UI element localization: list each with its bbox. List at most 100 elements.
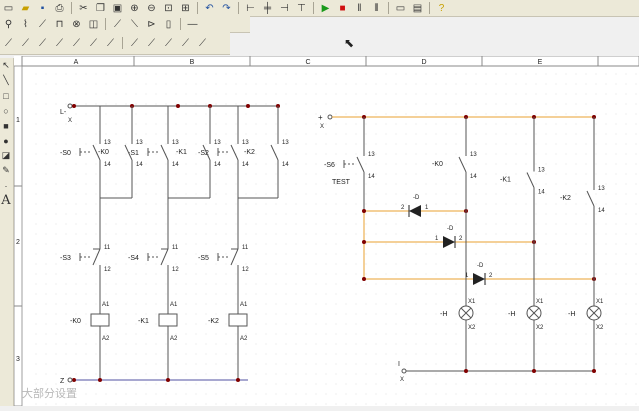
contact-11-icon[interactable]: ⟋ bbox=[182, 37, 189, 49]
grid-dot bbox=[135, 303, 137, 305]
filled-rect-icon[interactable]: ■ bbox=[3, 120, 9, 131]
grid-dot bbox=[395, 93, 397, 95]
align-top-icon[interactable]: ⊤ bbox=[297, 2, 306, 14]
fill-icon[interactable]: ◪ bbox=[1, 150, 11, 160]
save-icon[interactable]: ▪ bbox=[40, 2, 45, 14]
copy-icon[interactable]: ❐ bbox=[96, 2, 105, 14]
step-icon[interactable]: ⫴ bbox=[374, 2, 379, 14]
align-center-icon[interactable]: ╪ bbox=[263, 2, 272, 14]
grid-dot bbox=[255, 383, 257, 385]
grid-dot bbox=[175, 133, 177, 135]
grid-dot bbox=[445, 353, 447, 355]
line-icon[interactable]: — bbox=[187, 18, 198, 30]
grid-dot bbox=[605, 393, 607, 395]
contact-1-icon[interactable]: ⟋ bbox=[5, 37, 12, 49]
contact-5-icon[interactable]: ⟋ bbox=[73, 37, 80, 49]
pen-icon[interactable]: ✎ bbox=[2, 165, 10, 175]
text-tool-icon[interactable]: · bbox=[4, 180, 8, 191]
grid-dot bbox=[615, 203, 617, 205]
help-icon[interactable]: ? bbox=[438, 2, 445, 14]
grid-dot bbox=[45, 93, 47, 95]
contact-icon[interactable]: ⟋ bbox=[39, 18, 46, 30]
align-right-icon[interactable]: ⊣ bbox=[280, 2, 289, 14]
text-tool-icon[interactable]: A bbox=[1, 193, 11, 208]
align-left-icon[interactable]: ⊢ bbox=[246, 2, 255, 14]
switch-name: -S6 bbox=[324, 162, 335, 169]
paste-icon[interactable]: ▣ bbox=[112, 2, 123, 14]
zoom-window-icon[interactable]: ⊞ bbox=[181, 2, 190, 14]
contact-4-icon[interactable]: ⟋ bbox=[56, 37, 63, 49]
grid-dot bbox=[235, 113, 237, 115]
terminal-circle bbox=[327, 114, 333, 120]
grid-dot bbox=[195, 203, 197, 205]
grid-dot bbox=[125, 203, 127, 205]
cut-icon[interactable]: ✂ bbox=[79, 2, 88, 14]
lamp-cross bbox=[588, 307, 600, 319]
contact-2-icon[interactable]: ⟋ bbox=[22, 37, 29, 49]
grid-dot bbox=[145, 153, 147, 155]
nc-contact-icon[interactable]: ⟍ bbox=[131, 18, 138, 30]
zoom-out-icon[interactable]: ⊖ bbox=[147, 2, 156, 14]
column-label: D bbox=[421, 59, 426, 66]
diode-icon[interactable]: ⊳ bbox=[147, 18, 156, 30]
switch-icon[interactable]: ⌇ bbox=[23, 18, 28, 30]
open-icon[interactable]: ▰ bbox=[21, 2, 30, 14]
redo-icon[interactable]: ↷ bbox=[222, 2, 231, 14]
contact-8-icon[interactable]: ⟋ bbox=[131, 37, 138, 49]
ellipse-tool-icon[interactable]: ○ bbox=[3, 105, 9, 116]
zoom-in-icon[interactable]: ⊕ bbox=[130, 2, 139, 14]
grid-dot bbox=[365, 343, 367, 345]
grid-dot bbox=[425, 113, 427, 115]
contact-12-icon[interactable]: ⟋ bbox=[199, 37, 206, 49]
contact-6-icon[interactable]: ⟋ bbox=[90, 37, 97, 49]
undo-icon[interactable]: ↶ bbox=[205, 2, 214, 14]
no-contact-icon[interactable]: ⟋ bbox=[114, 18, 121, 30]
grid-dot bbox=[415, 283, 417, 285]
grid-dot bbox=[165, 83, 167, 85]
stop-icon[interactable]: ■ bbox=[339, 2, 346, 14]
grid-dot bbox=[345, 383, 347, 385]
line-tool-icon[interactable]: ╲ bbox=[3, 75, 9, 85]
grid-dot bbox=[215, 183, 217, 185]
window-list-icon[interactable]: ▤ bbox=[412, 2, 423, 14]
grid-dot bbox=[315, 293, 317, 295]
grid-dot bbox=[365, 93, 367, 95]
grid-dot bbox=[455, 83, 457, 85]
grid-dot bbox=[595, 273, 597, 275]
grid-dot bbox=[285, 123, 287, 125]
grid-dot bbox=[575, 283, 577, 285]
grid-dot bbox=[455, 303, 457, 305]
contact-10-icon[interactable]: ⟋ bbox=[165, 37, 172, 49]
grid-dot bbox=[315, 333, 317, 335]
contact-3-icon[interactable]: ⟋ bbox=[39, 37, 46, 49]
rect-tool-icon[interactable]: □ bbox=[3, 90, 9, 101]
new-icon[interactable]: ▭ bbox=[3, 2, 14, 14]
grid-dot bbox=[355, 83, 357, 85]
print-icon[interactable]: ⎙ bbox=[55, 2, 64, 14]
pointer-icon[interactable]: ↖ bbox=[2, 60, 10, 70]
grid-dot bbox=[505, 323, 507, 325]
window-icon[interactable]: ▭ bbox=[395, 2, 406, 14]
grid-dot bbox=[225, 393, 227, 395]
grid-dot bbox=[225, 233, 227, 235]
lamp-icon[interactable]: ⊗ bbox=[72, 18, 81, 30]
grid-dot bbox=[625, 263, 627, 265]
contact-7-icon[interactable]: ⟋ bbox=[107, 37, 114, 49]
grid-dot bbox=[635, 353, 637, 355]
zoom-fit-icon[interactable]: ⊡ bbox=[164, 2, 173, 14]
grid-dot bbox=[345, 143, 347, 145]
coil-icon[interactable]: ⊓ bbox=[55, 18, 64, 30]
resistor-icon[interactable]: ▯ bbox=[165, 18, 172, 30]
pause-icon[interactable]: ‖ bbox=[357, 2, 362, 14]
contact-9-icon[interactable]: ⟋ bbox=[148, 37, 155, 49]
relay-coil bbox=[90, 313, 110, 327]
grid-dot bbox=[95, 173, 97, 175]
grid-dot bbox=[415, 333, 417, 335]
filled-ellipse-icon[interactable]: ● bbox=[3, 135, 9, 146]
grid-dot bbox=[625, 253, 627, 255]
pin-icon[interactable]: ⚲ bbox=[4, 18, 13, 30]
terminal-label: 14 bbox=[598, 208, 605, 214]
play-icon[interactable]: ▶ bbox=[321, 2, 330, 14]
relay-icon[interactable]: ◫ bbox=[88, 18, 99, 30]
